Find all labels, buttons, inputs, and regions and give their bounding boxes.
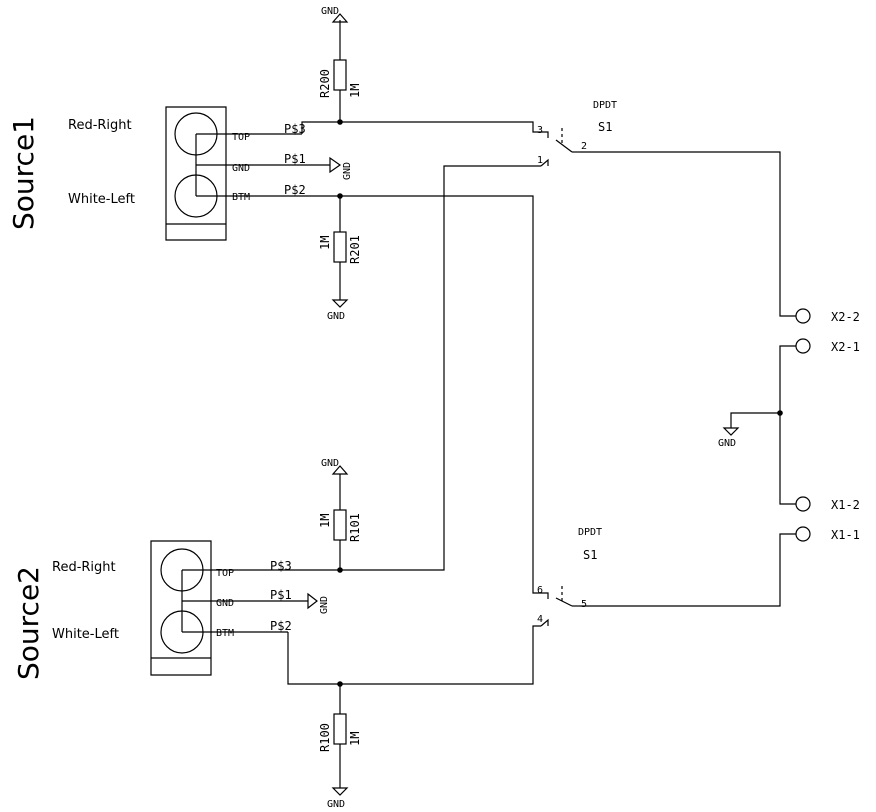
r201-name: R201 (348, 235, 362, 264)
source1-pin-btm: BTM (232, 192, 250, 203)
source2-pin-top: TOP (216, 568, 234, 579)
connector-x2-2 (795, 308, 811, 324)
source1-label-red: Red-Right (68, 118, 132, 133)
r100-name: R100 (318, 723, 332, 752)
connector-x1-1-label: X1-1 (831, 528, 860, 542)
r200-name: R200 (318, 69, 332, 98)
switch-upper-type: DPDT (593, 100, 617, 111)
source1-pin-top: TOP (232, 132, 250, 143)
source2-label-white: White-Left (52, 627, 119, 642)
gnd-label: GND (327, 799, 345, 810)
connector-x1-2 (795, 496, 811, 512)
source2-title: Source2 (12, 566, 45, 680)
switch-pin-3: 3 (537, 125, 543, 136)
switch-lower-blade (555, 597, 573, 607)
switch-pin-1: 1 (537, 155, 543, 166)
switch-upper-name: S1 (598, 120, 612, 134)
r201-value: 1M (318, 236, 332, 250)
r200-value: 1M (348, 84, 362, 98)
gnd-label: GND (321, 6, 339, 17)
connector-x1-2-label: X1-2 (831, 498, 860, 512)
resistor-r100 (333, 713, 347, 745)
source1-pad-gnd: P$1 (284, 152, 306, 166)
source1-pad-btm: P$2 (284, 183, 306, 197)
connector-x1-1 (795, 526, 811, 542)
switch-pin-2: 2 (581, 141, 587, 152)
gnd-label: GND (321, 458, 339, 469)
gnd-label: GND (718, 438, 736, 449)
source2-pin-btm: BTM (216, 628, 234, 639)
source1-title: Source1 (7, 116, 40, 230)
connector-x2-2-label: X2-2 (831, 310, 860, 324)
gnd-symbol (331, 299, 349, 308)
gnd-label: GND (327, 311, 345, 322)
switch-pin-6: 6 (537, 585, 543, 596)
r100-value: 1M (348, 732, 362, 746)
gnd-symbol (288, 592, 318, 610)
source2-pad-gnd: P$1 (270, 588, 292, 602)
switch-upper-contacts (540, 131, 549, 167)
gnd-symbol (331, 13, 349, 23)
source1-pin-gnd: GND (232, 163, 250, 174)
source1-jack (165, 106, 227, 241)
source1-label-white: White-Left (68, 192, 135, 207)
switch-lower-type: DPDT (578, 527, 602, 538)
source2-pad-top: P$3 (270, 559, 292, 573)
source2-jack (150, 540, 212, 676)
gnd-symbol (331, 787, 349, 796)
gnd-label: GND (319, 596, 330, 614)
switch-lower-contacts (540, 592, 549, 627)
resistor-r101 (333, 509, 347, 541)
r101-value: 1M (318, 514, 332, 528)
connector-x2-1-label: X2-1 (831, 340, 860, 354)
source2-pad-btm: P$2 (270, 619, 292, 633)
switch-lower-name: S1 (583, 548, 597, 562)
source1-pad-top: P$3 (284, 122, 306, 136)
gnd-symbol (331, 465, 349, 475)
resistor-r200 (333, 59, 347, 91)
gnd-label: GND (342, 162, 353, 180)
gnd-symbol (722, 427, 740, 436)
switch-pin-5: 5 (581, 599, 587, 610)
source2-label-red: Red-Right (52, 560, 116, 575)
r101-name: R101 (348, 513, 362, 542)
connector-x2-1 (795, 338, 811, 354)
gnd-symbol (302, 156, 342, 174)
switch-pin-4: 4 (537, 614, 543, 625)
resistor-r201 (333, 231, 347, 263)
switch-upper-blade (555, 139, 573, 153)
source2-pin-gnd: GND (216, 598, 234, 609)
